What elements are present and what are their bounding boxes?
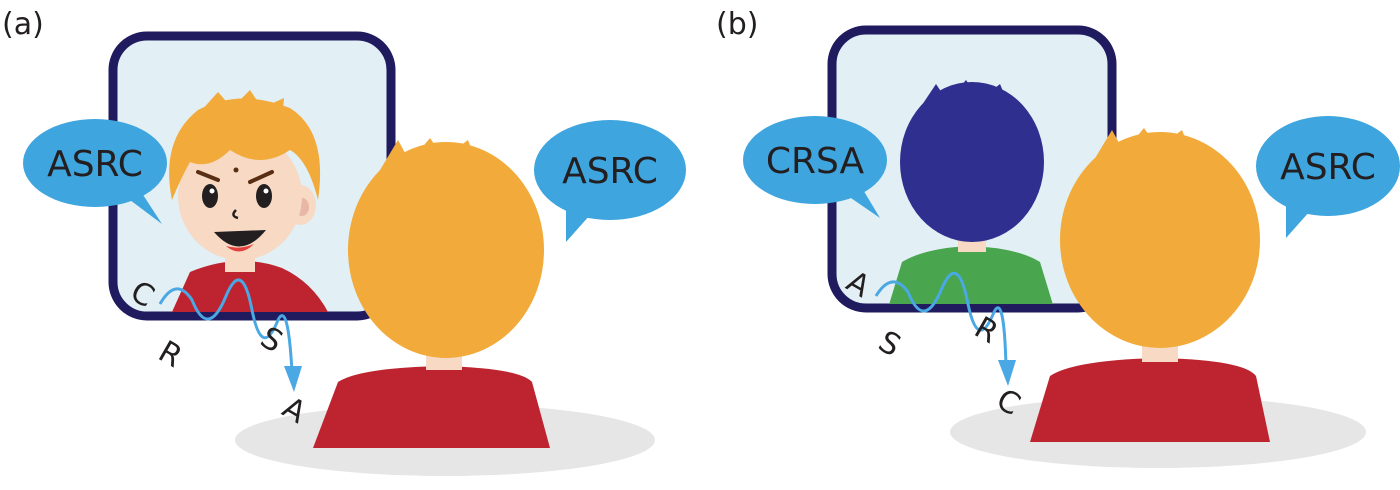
panel-b-label: (b) [716,7,758,42]
red-shirt [172,260,328,312]
left-eye [202,184,218,208]
red-shirt [1030,358,1270,442]
hair-spikes [200,90,284,120]
person-icon [348,142,544,358]
left-bubble-text: ASRC [47,144,143,185]
panel-a: (a) [2,7,686,476]
listener-person [1030,128,1270,442]
left-speech-bubble: CRSA [743,116,887,218]
left-eyebrow [196,170,220,182]
left-eye-highlight [209,188,215,194]
face [178,132,302,260]
wave-letter-2: S [872,324,906,364]
tongue [226,244,254,252]
speech-bubble-icon [743,116,887,204]
nose [232,209,239,220]
right-speech-bubble: ASRC [1256,116,1400,238]
open-mouth [214,230,266,247]
wave-letter-3: S [254,320,288,360]
sound-wave-icon [874,271,1008,367]
panel-a-label: (a) [2,7,44,42]
wave-arrowhead [998,360,1016,386]
left-speech-bubble: ASRC [23,119,167,224]
right-bubble-text: ASRC [562,151,658,192]
panel-b: (b) [716,7,1400,468]
wave-letter-2: R [152,334,188,375]
wave-letter-3: R [968,310,1004,351]
left-bubble-text: CRSA [766,141,865,182]
red-shirt [313,366,550,448]
freckle [233,167,239,173]
screen-person-back [888,80,1054,304]
right-speech-bubble: ASRC [534,120,686,242]
sound-wave-icon [158,278,294,373]
blue-hair [900,82,1044,242]
hair-spikes [920,80,1010,108]
screen-person-front [169,90,328,312]
wave-arrowhead [284,366,302,392]
listener-person [313,138,550,448]
hair-spikes [380,138,478,170]
right-bubble-text: ASRC [1280,147,1376,188]
hair-spikes [1094,128,1192,160]
green-shirt [888,246,1054,304]
right-eyebrow [248,170,274,184]
speech-bubble-icon [23,119,167,207]
speech-bubble-icon [534,120,686,220]
person-icon [1060,132,1260,348]
right-eye-highlight [263,188,269,194]
orange-hair [169,98,321,200]
speech-bubble-icon [1256,116,1400,216]
right-eye [256,184,272,208]
